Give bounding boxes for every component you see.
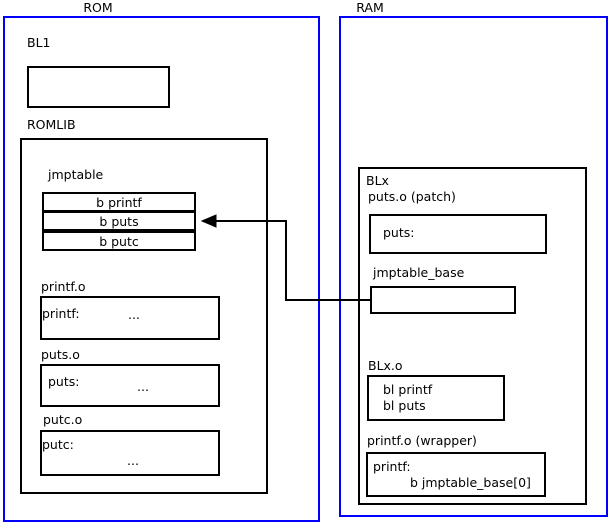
romlib-printf-o-box: printf: ... [40,296,220,340]
blx-o-line-2: bl puts [383,398,426,413]
romlib-putc-o-label: putc.o [43,412,83,427]
blx-label: BLx [366,173,389,188]
printf-wrapper-line-1: printf: [373,459,411,474]
jmptable-base-body [372,288,514,296]
bl1-box [27,66,170,108]
romlib-putc-body: ... [127,453,139,468]
jmptable-entry-1-text: b puts [99,213,139,229]
printf-wrapper-line-2: b jmptable_base[0] [410,475,531,490]
ram-region-label: RAM [356,0,384,15]
jmptable-entry-2-text: b putc [99,233,139,249]
jmptable-label: jmptable [48,167,104,182]
rom-region-label: ROM [83,0,113,15]
romlib-label: ROMLIB [27,117,76,132]
jmptable-base-box [370,286,516,314]
blx-puts-patch-box: puts: [369,214,547,254]
romlib-puts-o-label: puts.o [41,347,80,362]
romlib-putc-symbol: putc: [42,437,74,452]
jmptable-entry-0[interactable]: b printf [42,192,196,212]
romlib-putc-o-box: putc: ... [40,430,220,476]
jmptable-entry-2[interactable]: b putc [42,231,196,251]
blx-o-box: bl printf bl puts [367,375,505,421]
jmptable-entry-0-text: b printf [96,194,142,210]
blx-o-label: BLx.o [368,358,403,373]
romlib-printf-o-label: printf.o [41,279,86,294]
printf-wrapper-label: printf.o (wrapper) [367,433,477,448]
bl1-box-text [29,68,168,76]
romlib-puts-body: ... [137,379,149,394]
romlib-printf-body: ... [128,307,140,322]
jmptable-base-label: jmptable_base [373,265,465,280]
printf-wrapper-box: printf: b jmptable_base[0] [366,452,546,497]
blx-puts-patch-label: puts.o (patch) [368,189,456,204]
romlib-puts-symbol: puts: [48,374,80,389]
jmptable-entry-1[interactable]: b puts [42,211,196,231]
romlib-printf-symbol: printf: [42,306,80,321]
romlib-puts-o-box: puts: ... [40,364,220,407]
blx-o-line-1: bl printf [383,382,433,397]
blx-puts-patch-symbol: puts: [383,225,415,240]
bl1-label: BL1 [27,35,51,50]
